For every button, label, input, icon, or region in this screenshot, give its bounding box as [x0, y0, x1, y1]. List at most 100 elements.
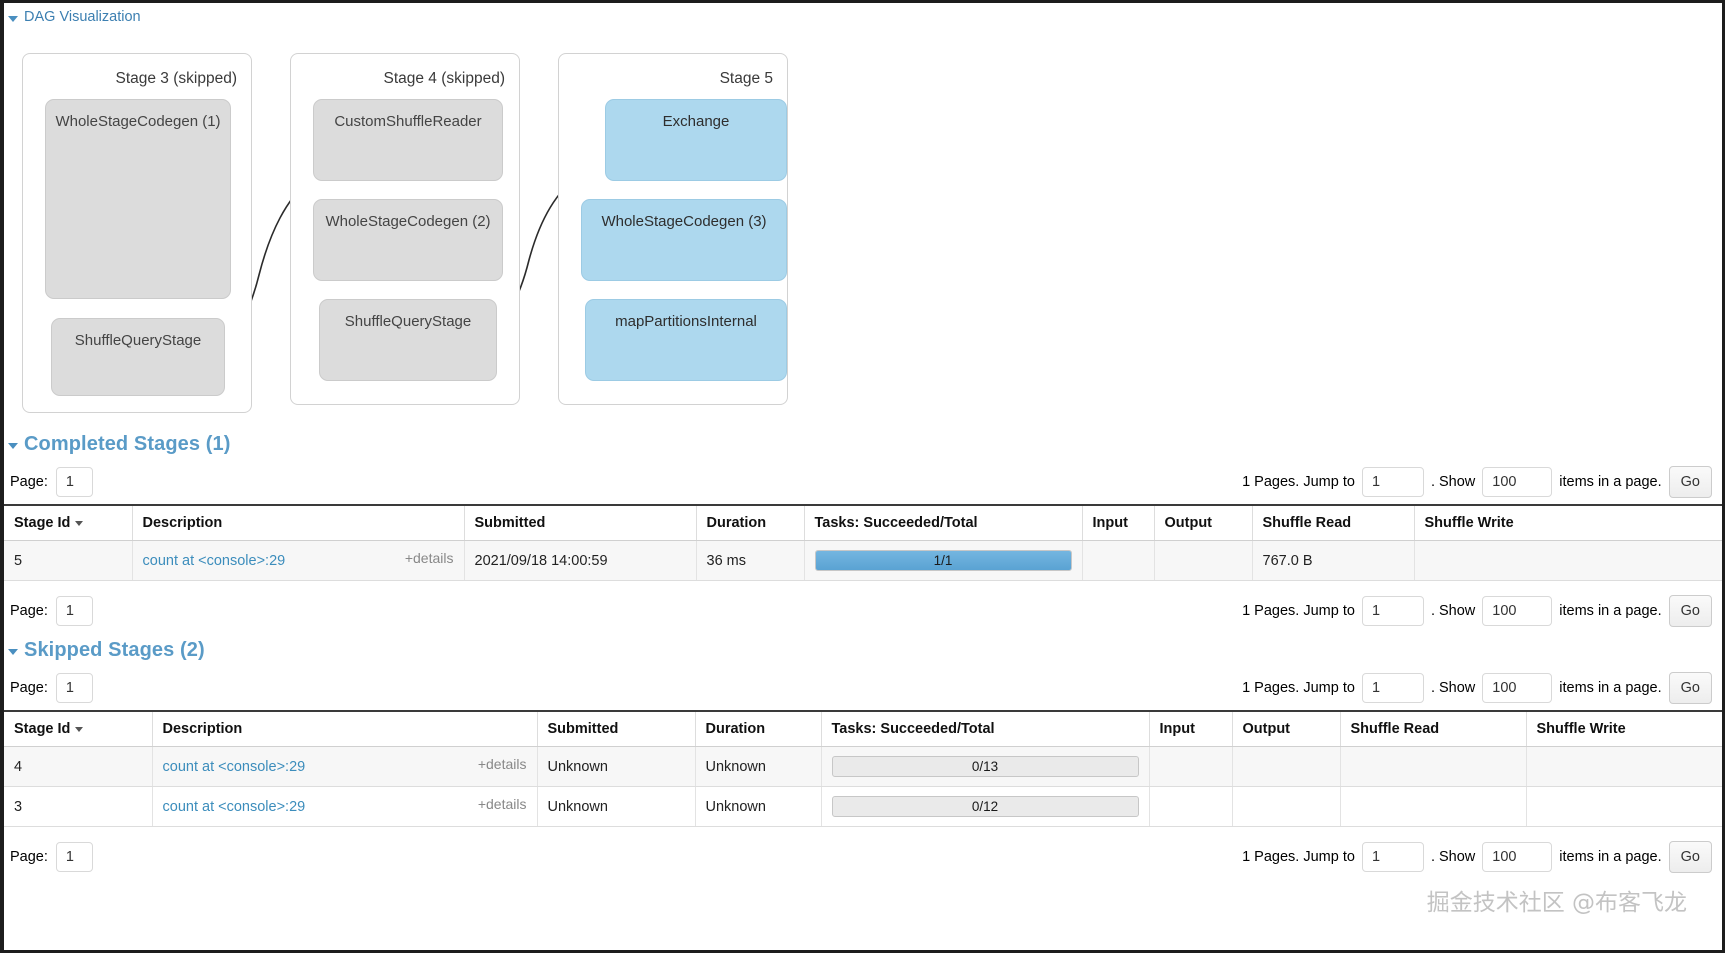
- col-label: Tasks: Succeeded/Total: [814, 515, 978, 531]
- go-button[interactable]: Go: [1668, 466, 1712, 498]
- cell-shuffle-write: [1526, 746, 1722, 787]
- jump-to-input[interactable]: [1361, 596, 1424, 626]
- col-label: Duration: [706, 515, 767, 531]
- col-stage-id[interactable]: Stage Id: [4, 504, 133, 541]
- dag-stage-4[interactable]: Stage 4 (skipped) CustomShuffleReader Wh…: [290, 53, 520, 405]
- page-input[interactable]: [55, 842, 93, 872]
- col-shuffle-read[interactable]: Shuffle Read: [1340, 710, 1527, 747]
- progress-fill: [815, 551, 1071, 570]
- dag-node-wholestagecodegen-2[interactable]: WholeStageCodegen (2): [313, 199, 503, 281]
- jump-to-input[interactable]: [1361, 673, 1424, 703]
- caret-down-icon: [8, 649, 18, 655]
- go-button[interactable]: Go: [1668, 595, 1712, 627]
- col-duration[interactable]: Duration: [695, 710, 822, 747]
- col-shuffle-write[interactable]: Shuffle Write: [1414, 504, 1722, 541]
- go-button[interactable]: Go: [1668, 841, 1712, 873]
- col-input[interactable]: Input: [1149, 710, 1233, 747]
- col-label: Shuffle Write: [1536, 721, 1626, 737]
- show-text: . Show: [1430, 474, 1476, 490]
- cell-tasks: 1/1: [804, 540, 1083, 581]
- items-per-page-input[interactable]: [1482, 673, 1553, 703]
- dag-node-label: WholeStageCodegen (2): [325, 213, 491, 230]
- stage-description-link[interactable]: count at <console>:29: [142, 552, 286, 569]
- cell-input: [1082, 540, 1155, 581]
- skipped-pager-top: Page: 1 Pages. Jump to . Show items in a…: [4, 666, 1722, 710]
- pages-text: 1 Pages. Jump to: [1242, 474, 1355, 490]
- items-per-page-input[interactable]: [1482, 596, 1553, 626]
- cell-description: count at <console>:29 +details: [152, 746, 538, 787]
- page-label: Page:: [10, 474, 48, 490]
- stage-description-link[interactable]: count at <console>:29: [162, 798, 306, 815]
- col-tasks[interactable]: Tasks: Succeeded/Total: [821, 710, 1150, 747]
- col-output[interactable]: Output: [1154, 504, 1253, 541]
- dag-node-label: mapPartitionsInternal: [615, 313, 757, 330]
- page-input[interactable]: [55, 673, 93, 703]
- col-shuffle-read[interactable]: Shuffle Read: [1252, 504, 1415, 541]
- go-button[interactable]: Go: [1668, 672, 1712, 704]
- dag-node-customshufflereader[interactable]: CustomShuffleReader: [313, 99, 503, 181]
- page-input[interactable]: [55, 467, 93, 497]
- col-tasks[interactable]: Tasks: Succeeded/Total: [804, 504, 1083, 541]
- col-shuffle-write[interactable]: Shuffle Write: [1526, 710, 1722, 747]
- col-description[interactable]: Description: [152, 710, 538, 747]
- col-label: Input: [1092, 515, 1128, 531]
- jump-to-input[interactable]: [1361, 467, 1424, 497]
- cell-input: [1149, 786, 1233, 827]
- col-label: Shuffle Read: [1350, 721, 1440, 737]
- jump-to-input[interactable]: [1361, 842, 1424, 872]
- completed-stages-toggle[interactable]: Completed Stages (1): [4, 425, 1722, 460]
- details-toggle[interactable]: +details: [477, 796, 527, 812]
- cell-description: count at <console>:29 +details: [152, 786, 538, 827]
- pages-text: 1 Pages. Jump to: [1242, 603, 1355, 619]
- col-submitted[interactable]: Submitted: [537, 710, 696, 747]
- col-duration[interactable]: Duration: [696, 504, 805, 541]
- col-input[interactable]: Input: [1082, 504, 1155, 541]
- cell-description: count at <console>:29 +details: [132, 540, 465, 581]
- cell-duration: 36 ms: [696, 540, 805, 581]
- cell-duration: Unknown: [695, 786, 822, 827]
- dag-node-wholestagecodegen-1[interactable]: WholeStageCodegen (1): [45, 99, 231, 299]
- dag-stage-3[interactable]: Stage 3 (skipped) WholeStageCodegen (1) …: [22, 53, 252, 413]
- tasks-progress-bar: 1/1: [814, 550, 1072, 571]
- col-description[interactable]: Description: [132, 504, 465, 541]
- cell-tasks: 0/13: [821, 746, 1150, 787]
- col-submitted[interactable]: Submitted: [464, 504, 697, 541]
- items-per-page-input[interactable]: [1482, 467, 1553, 497]
- items-text: items in a page.: [1559, 849, 1662, 865]
- dag-node-label: WholeStageCodegen (1): [55, 113, 221, 130]
- skipped-stages-toggle[interactable]: Skipped Stages (2): [4, 633, 1722, 666]
- stage-description-link[interactable]: count at <console>:29: [162, 758, 306, 775]
- details-toggle[interactable]: +details: [477, 756, 527, 772]
- page-border-top: [0, 0, 1725, 3]
- dag-canvas: Stage 3 (skipped) WholeStageCodegen (1) …: [4, 25, 1722, 425]
- cell-output: [1232, 746, 1341, 787]
- dag-node-exchange[interactable]: Exchange: [605, 99, 787, 181]
- dag-node-mappartitionsinternal[interactable]: mapPartitionsInternal: [585, 299, 787, 381]
- cell-stage-id: 5: [4, 540, 133, 581]
- cell-submitted: Unknown: [537, 746, 696, 787]
- table-row: 4 count at <console>:29 +details Unknown…: [4, 746, 1722, 787]
- page-input[interactable]: [55, 596, 93, 626]
- show-text: . Show: [1430, 680, 1476, 696]
- cell-shuffle-read: 767.0 B: [1252, 540, 1415, 581]
- col-label: Submitted: [474, 515, 546, 531]
- dag-node-shufflequerystage-4[interactable]: ShuffleQueryStage: [319, 299, 497, 381]
- col-stage-id[interactable]: Stage Id: [4, 710, 153, 747]
- col-output[interactable]: Output: [1232, 710, 1341, 747]
- items-per-page-input[interactable]: [1482, 842, 1553, 872]
- dag-node-shufflequerystage-3[interactable]: ShuffleQueryStage: [51, 318, 225, 396]
- col-label: Duration: [705, 721, 766, 737]
- cell-shuffle-write: [1526, 786, 1722, 827]
- dag-stage-5[interactable]: Stage 5 Exchange WholeStageCodegen (3) m…: [558, 53, 788, 405]
- page-label: Page:: [10, 849, 48, 865]
- dag-visualization-toggle[interactable]: DAG Visualization: [4, 3, 1722, 25]
- completed-pager-top: Page: 1 Pages. Jump to . Show items in a…: [4, 460, 1722, 504]
- caret-down-icon: [8, 15, 18, 22]
- details-toggle[interactable]: +details: [404, 550, 454, 566]
- dag-node-wholestagecodegen-3[interactable]: WholeStageCodegen (3): [581, 199, 787, 281]
- table-row: 3 count at <console>:29 +details Unknown…: [4, 786, 1722, 827]
- dag-node-label: CustomShuffleReader: [334, 113, 482, 130]
- table-header-row: Stage Id Description Submitted Duration …: [4, 504, 1722, 541]
- progress-label: 0/13: [971, 759, 999, 774]
- cell-shuffle-read: [1340, 786, 1527, 827]
